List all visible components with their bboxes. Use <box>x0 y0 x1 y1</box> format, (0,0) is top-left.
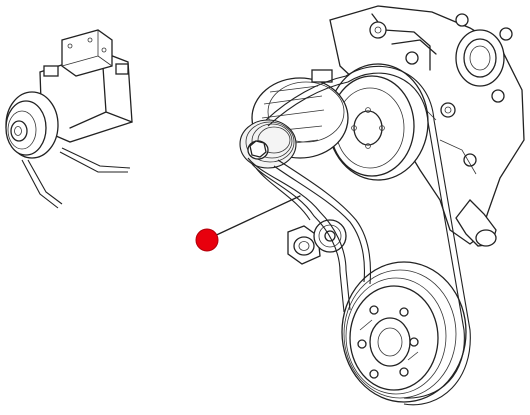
leader-line <box>209 195 301 239</box>
water-pump-pulley <box>327 63 429 181</box>
drive-belt <box>247 65 471 406</box>
crankshaft-pulley <box>341 261 467 403</box>
red-marker-dot <box>195 228 219 252</box>
alternator-pulley <box>239 119 297 169</box>
idler-pulley <box>287 219 347 265</box>
ac-compressor <box>5 29 133 209</box>
compressor-pulley <box>5 91 59 159</box>
callout <box>195 195 301 252</box>
